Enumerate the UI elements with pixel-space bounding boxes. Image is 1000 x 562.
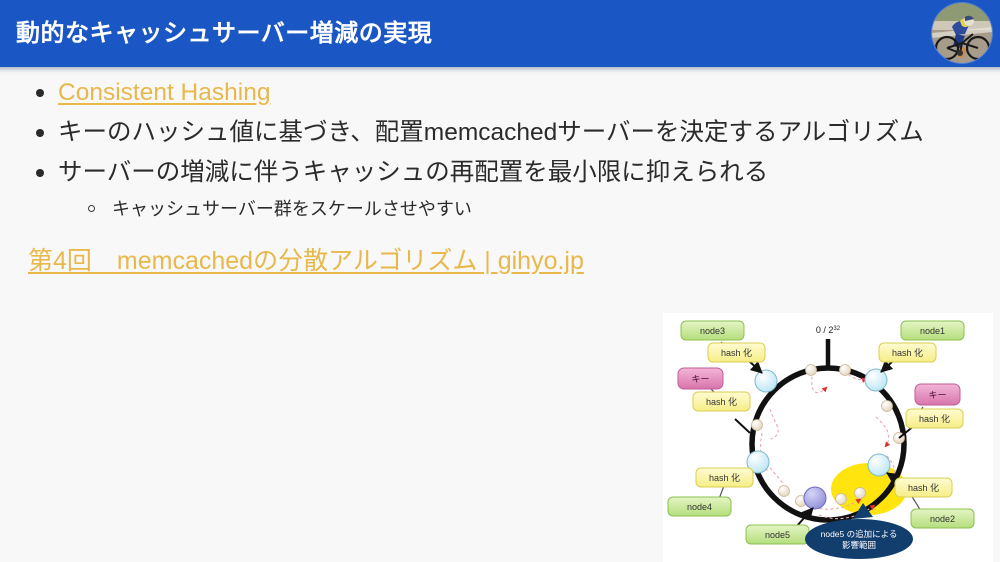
diagram-node-box: node4	[667, 496, 732, 517]
list-item-label: サーバーの増減に伴うキャッシュの再配置を最小限に抑えられる	[58, 159, 769, 186]
bullet-marker-icon	[36, 129, 44, 137]
diagram-hash-box: hash 化	[707, 342, 766, 363]
bullet-marker-icon	[36, 169, 44, 177]
key-label: キー	[928, 390, 946, 400]
diagram-node-box: node1	[900, 320, 965, 341]
list-item-label: キャッシュサーバー群をスケールさせやすい	[112, 199, 472, 219]
diagram-key-box: キー	[914, 383, 961, 406]
diagram-hash-box: hash 化	[905, 408, 964, 429]
list-item-sub: キャッシュサーバー群をスケールさせやすい	[0, 196, 1000, 222]
diagram-hash-box: hash 化	[695, 467, 754, 488]
list-item: サーバーの増減に伴うキャッシュの再配置を最小限に抑えられる	[0, 156, 1000, 189]
callout-line-2: 影響範囲	[842, 540, 876, 550]
bullet-list: Consistent Hashing キーのハッシュ値に基づき、配置memcac…	[0, 76, 1000, 222]
diagram-hash-box: hash 化	[692, 391, 751, 412]
ring-top-label: 0 / 2	[816, 325, 834, 335]
list-item: キーのハッシュ値に基づき、配置memcachedサーバーを決定するアルゴリズム	[0, 116, 1000, 149]
callout-line-1: node5 の追加による	[821, 529, 898, 539]
source-article-link[interactable]: 第4回 memcachedの分散アルゴリズム | gihyo.jp	[28, 247, 584, 275]
diagram-key-box: キー	[677, 367, 724, 390]
node-label: node5	[765, 530, 790, 540]
header-shadow	[0, 67, 1000, 76]
consistent-hashing-diagram: 0 / 232	[663, 313, 993, 562]
consistent-hashing-link[interactable]: Consistent Hashing	[58, 79, 271, 106]
node-label: node3	[700, 326, 725, 336]
slide-body: Consistent Hashing キーのハッシュ値に基づき、配置memcac…	[0, 76, 1000, 278]
hash-label: hash 化	[709, 472, 740, 483]
page-title: 動的なキャッシュサーバー増減の実現	[16, 20, 433, 47]
bullet-marker-hollow-icon	[88, 205, 95, 212]
diagram-node-box: node3	[680, 320, 745, 341]
hash-label: hash 化	[908, 482, 939, 493]
list-item: Consistent Hashing	[0, 76, 1000, 109]
avatar	[932, 3, 992, 63]
diagram-node-box: node2	[910, 508, 975, 529]
list-item-label: キーのハッシュ値に基づき、配置memcachedサーバーを決定するアルゴリズム	[58, 119, 924, 146]
diagram-hash-box: hash 化	[894, 477, 953, 498]
node-label: node1	[920, 326, 945, 336]
svg-text:0 / 232: 0 / 232	[816, 325, 841, 335]
hash-label: hash 化	[706, 396, 737, 407]
hash-label: hash 化	[892, 347, 923, 358]
diagram-node-box: node5	[745, 524, 810, 545]
node-label: node2	[930, 514, 955, 524]
hash-label: hash 化	[721, 347, 752, 358]
bullet-marker-icon	[36, 89, 44, 97]
node-label: node4	[687, 502, 712, 512]
ring-top-exponent: 32	[833, 326, 840, 332]
slide-header-bar: 動的なキャッシュサーバー増減の実現	[0, 0, 1000, 67]
hash-label: hash 化	[919, 413, 950, 424]
diagram-hash-box: hash 化	[878, 342, 937, 363]
key-label: キー	[691, 374, 709, 384]
